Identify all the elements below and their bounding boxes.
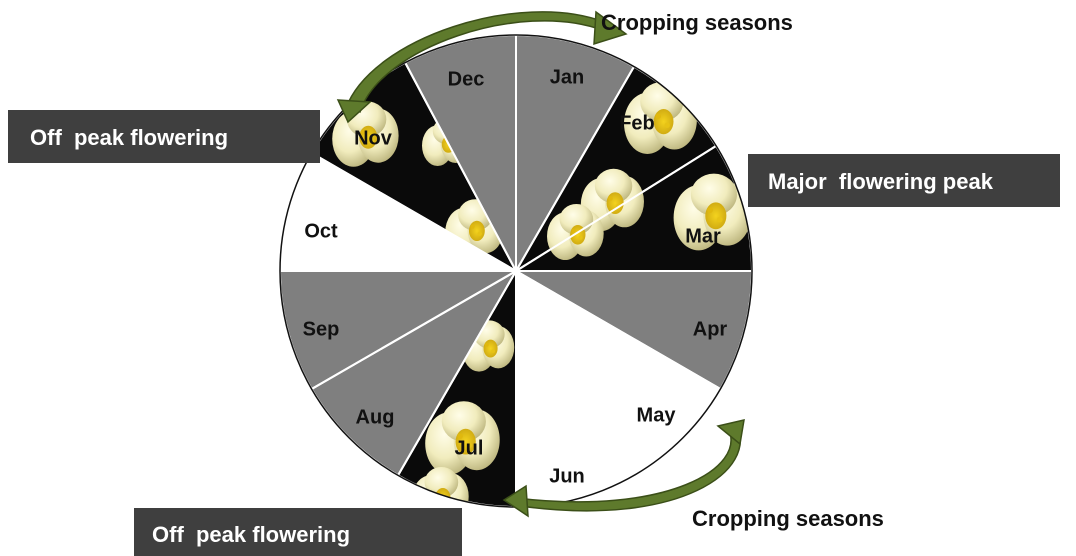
month-label-mar: Mar	[685, 225, 721, 247]
major-flowering-peak-label: Major flowering peak	[748, 154, 1060, 207]
month-label-feb: Feb	[619, 112, 655, 134]
month-label-aug: Aug	[356, 406, 395, 428]
month-label-may: May	[637, 404, 677, 426]
month-label-jan: Jan	[550, 66, 584, 88]
month-label-dec: Dec	[448, 68, 485, 90]
month-label-oct: Oct	[304, 220, 338, 242]
off-peak-flowering-label-top: Off peak flowering	[8, 110, 320, 163]
cropping-seasons-caption-bottom: Cropping seasons	[692, 508, 884, 530]
month-label-apr: Apr	[693, 318, 728, 340]
month-label-jun: Jun	[549, 465, 585, 487]
month-label-jul: Jul	[455, 437, 484, 459]
cropping-seasons-caption-top: Cropping seasons	[601, 12, 793, 34]
month-label-sep: Sep	[303, 318, 340, 340]
month-label-nov: Nov	[354, 127, 393, 149]
off-peak-flowering-label-bottom: Off peak flowering	[134, 508, 462, 556]
